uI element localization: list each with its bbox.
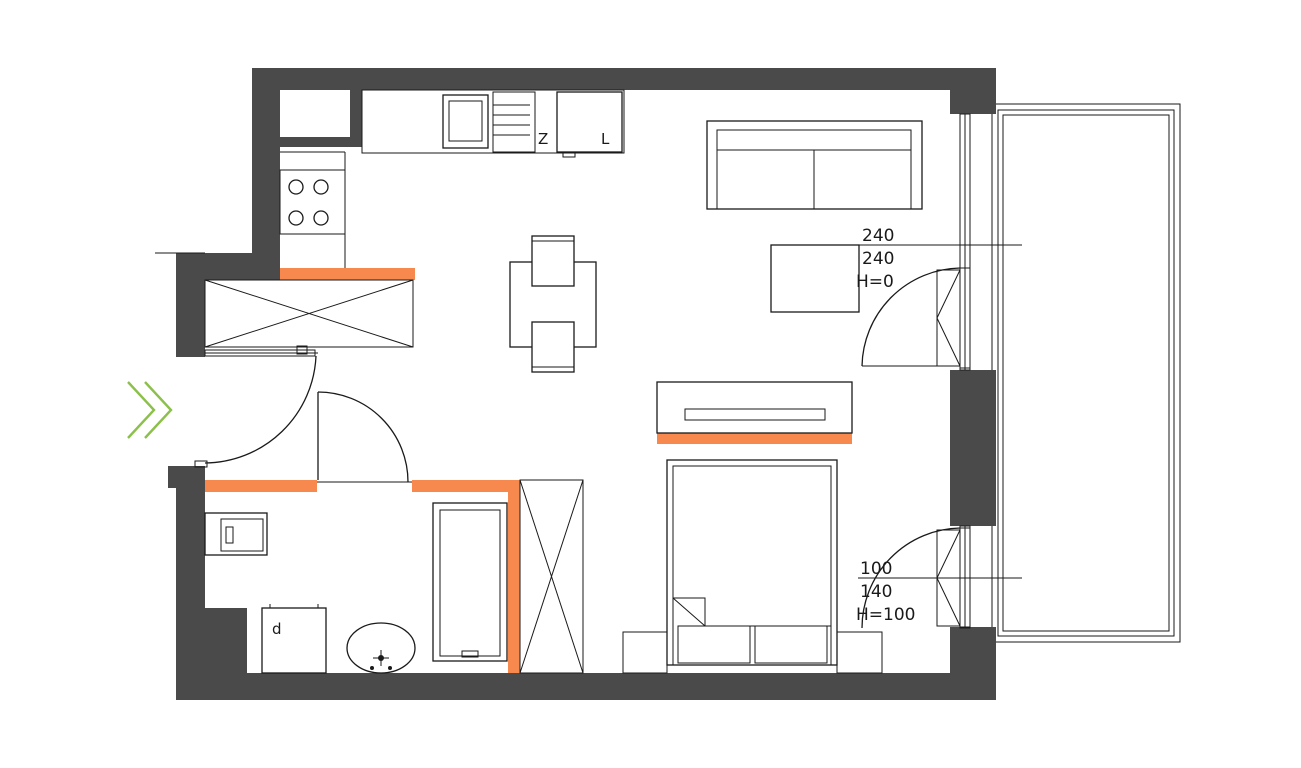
kitchen-counter [361,89,625,154]
opening-bottom-width: 100 [860,559,892,579]
nightstand-right [836,631,883,674]
bed [666,459,838,666]
opening-bottom-sill: H=100 [856,605,915,625]
fridge-label: L [601,130,610,148]
opening-top-width: 240 [862,226,894,246]
fridge [556,91,623,158]
nightstand-left [622,631,668,674]
bathtub [432,502,508,662]
double-chevron-right-icon [127,381,173,439]
window-frames [959,113,971,628]
washer-label: d [272,620,282,638]
opening-top-height: 240 [862,249,894,269]
washing-machine [261,604,327,674]
balcony [991,103,1181,643]
bedroom-wardrobe [519,479,584,674]
cooktop [279,169,346,235]
coffee-table [770,244,860,313]
entrance-door [194,345,317,468]
accent-partitions [205,268,852,673]
walls [168,68,996,700]
sofa [706,120,923,210]
dining-table [509,235,597,373]
entry-wardrobe [204,279,414,348]
bathroom-door [317,391,409,483]
opening-top-sill: H=0 [856,272,894,292]
toilet [204,512,268,556]
kitchen-sink [442,91,536,153]
opening-bottom-height: 140 [860,582,892,602]
washbasin [346,622,416,674]
tv-stand [656,381,853,434]
sink-label: Z [538,130,548,148]
balcony-door [861,267,971,369]
